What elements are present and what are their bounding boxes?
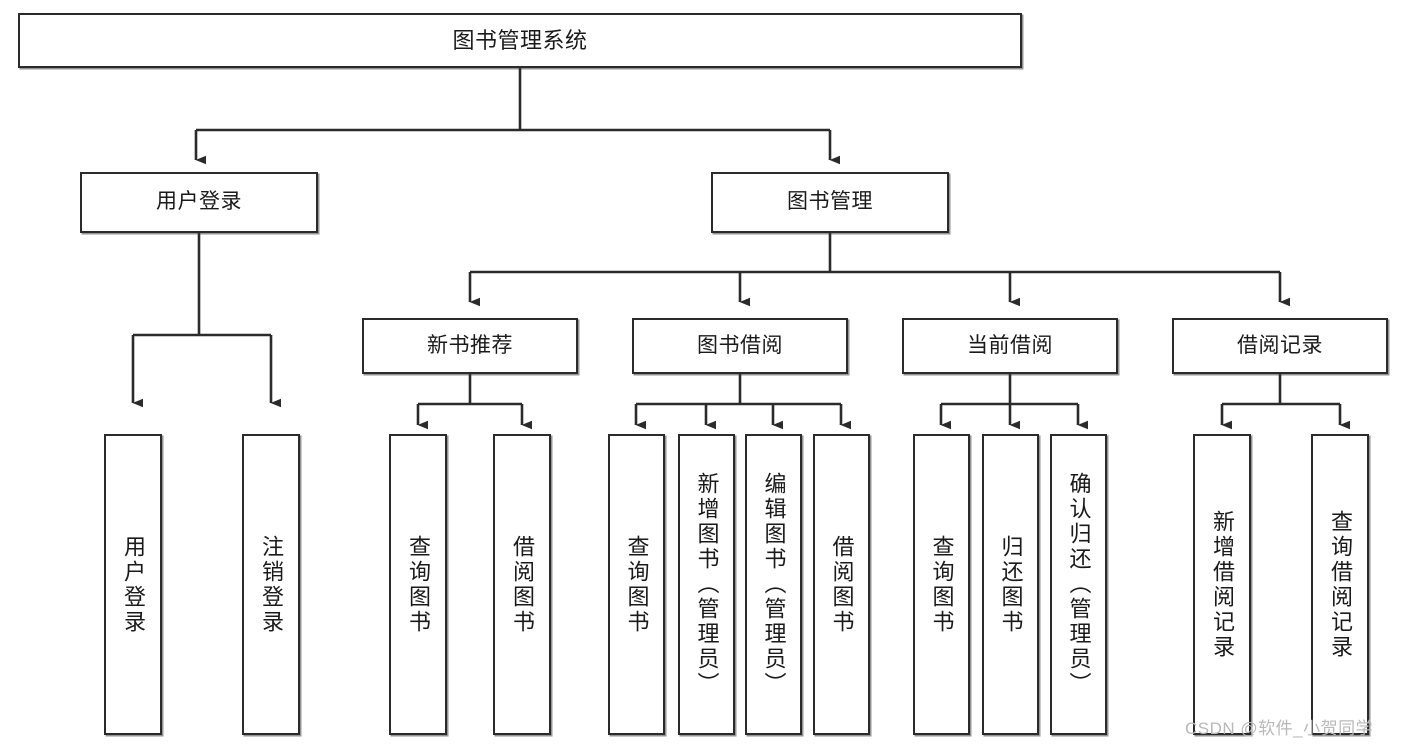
node-root-system[interactable]: 图书管理系统 — [18, 13, 1022, 68]
node-leaf-return-book-label: 归还图书 — [998, 534, 1024, 635]
node-leaf-query-record[interactable]: 查询借阅记录 — [1311, 434, 1369, 735]
node-leaf-user-login[interactable]: 用户登录 — [104, 434, 162, 735]
node-leaf-edit-book-label: 编辑图书（管理员） — [761, 472, 787, 697]
node-leaf-add-book-label: 新增图书（管理员） — [694, 472, 720, 697]
node-book-manage-label: 图书管理 — [787, 190, 873, 214]
node-book-borrow-label: 图书借阅 — [697, 333, 783, 357]
node-borrow-record-label: 借阅记录 — [1237, 333, 1323, 357]
node-leaf-confirm-return-label: 确认归还（管理员） — [1066, 472, 1092, 697]
node-leaf-add-record[interactable]: 新增借阅记录 — [1193, 434, 1251, 735]
node-leaf-query-book-1-label: 查询图书 — [406, 534, 431, 635]
node-leaf-logout-login-label: 注销登录 — [259, 534, 284, 635]
node-new-book-recommend[interactable]: 新书推荐 — [362, 318, 578, 374]
node-book-borrow[interactable]: 图书借阅 — [632, 318, 848, 374]
node-leaf-query-record-label: 查询借阅记录 — [1328, 509, 1353, 660]
node-leaf-borrow-book-1[interactable]: 借阅图书 — [493, 434, 551, 735]
node-leaf-confirm-return[interactable]: 确认归还（管理员） — [1050, 434, 1107, 735]
node-leaf-return-book[interactable]: 归还图书 — [982, 434, 1039, 735]
csdn-watermark: CSDN @软件_小贺同学 — [1185, 719, 1374, 738]
node-book-manage[interactable]: 图书管理 — [711, 172, 949, 233]
node-leaf-add-record-label: 新增借阅记录 — [1210, 509, 1235, 660]
node-leaf-query-book-2[interactable]: 查询图书 — [608, 434, 665, 735]
node-borrow-record[interactable]: 借阅记录 — [1172, 318, 1388, 374]
node-leaf-logout-login[interactable]: 注销登录 — [242, 434, 300, 735]
node-current-borrow[interactable]: 当前借阅 — [902, 318, 1118, 374]
node-user-login[interactable]: 用户登录 — [80, 172, 318, 233]
node-leaf-query-book-3-label: 查询图书 — [929, 534, 955, 635]
node-user-login-label: 用户登录 — [156, 190, 242, 214]
node-leaf-borrow-book-2-label: 借阅图书 — [829, 534, 855, 635]
node-leaf-query-book-1[interactable]: 查询图书 — [389, 434, 447, 735]
node-leaf-borrow-book-2[interactable]: 借阅图书 — [813, 434, 870, 735]
node-new-book-recommend-label: 新书推荐 — [427, 333, 513, 357]
node-root-system-label: 图书管理系统 — [452, 27, 588, 53]
node-leaf-borrow-book-1-label: 借阅图书 — [510, 534, 535, 635]
node-leaf-add-book[interactable]: 新增图书（管理员） — [678, 434, 735, 735]
node-leaf-user-login-label: 用户登录 — [121, 534, 146, 635]
node-leaf-query-book-3[interactable]: 查询图书 — [913, 434, 970, 735]
node-leaf-edit-book[interactable]: 编辑图书（管理员） — [745, 434, 802, 735]
node-leaf-query-book-2-label: 查询图书 — [624, 534, 650, 635]
node-current-borrow-label: 当前借阅 — [967, 333, 1053, 357]
